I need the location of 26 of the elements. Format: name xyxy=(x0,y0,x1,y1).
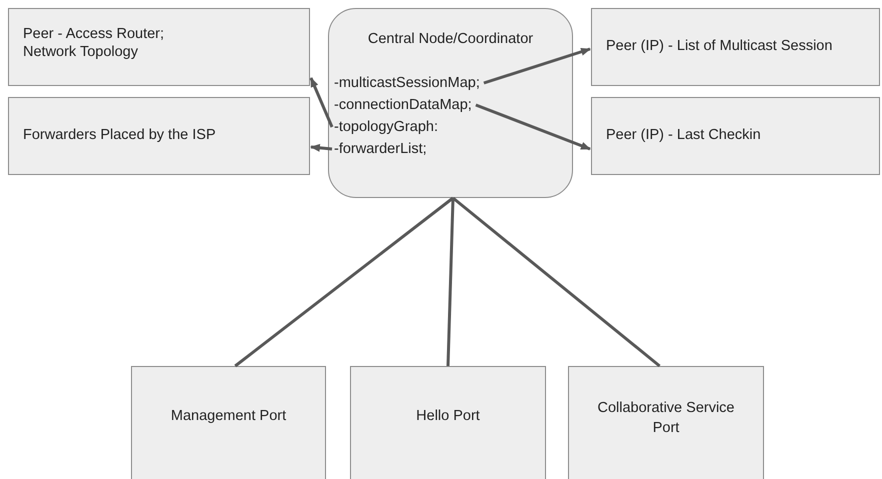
process-box xyxy=(8,97,310,175)
box-label: Peer (IP) - List of Multicast Session xyxy=(606,38,832,54)
box-label: Central Node/Coordinator xyxy=(366,31,534,47)
box-label: Collaborative Service Port xyxy=(596,399,736,438)
process-box xyxy=(8,8,310,86)
box-label: Peer - Access Router; Network Topology xyxy=(23,25,166,61)
connector-line xyxy=(446,198,454,366)
field-label: -connectionDataMap; xyxy=(334,96,472,114)
process-box xyxy=(131,366,326,479)
rounded-node xyxy=(328,8,573,198)
connector-line xyxy=(452,196,661,368)
process-box xyxy=(591,97,880,175)
arrow xyxy=(310,77,334,128)
arrow xyxy=(483,48,591,84)
arrow xyxy=(310,144,332,152)
arrow xyxy=(475,104,591,150)
field-label: -forwarderList; xyxy=(334,140,427,158)
process-box xyxy=(591,8,880,86)
process-box xyxy=(568,366,764,479)
field-label: -topologyGraph: xyxy=(334,118,438,136)
box-label: Management Port xyxy=(170,408,288,424)
box-label: Hello Port xyxy=(415,408,481,424)
process-box xyxy=(350,366,546,479)
box-label: Forwarders Placed by the ISP xyxy=(23,127,216,143)
box-label: Peer (IP) - Last Checkin xyxy=(606,127,761,143)
field-label: -multicastSessionMap; xyxy=(334,74,480,92)
